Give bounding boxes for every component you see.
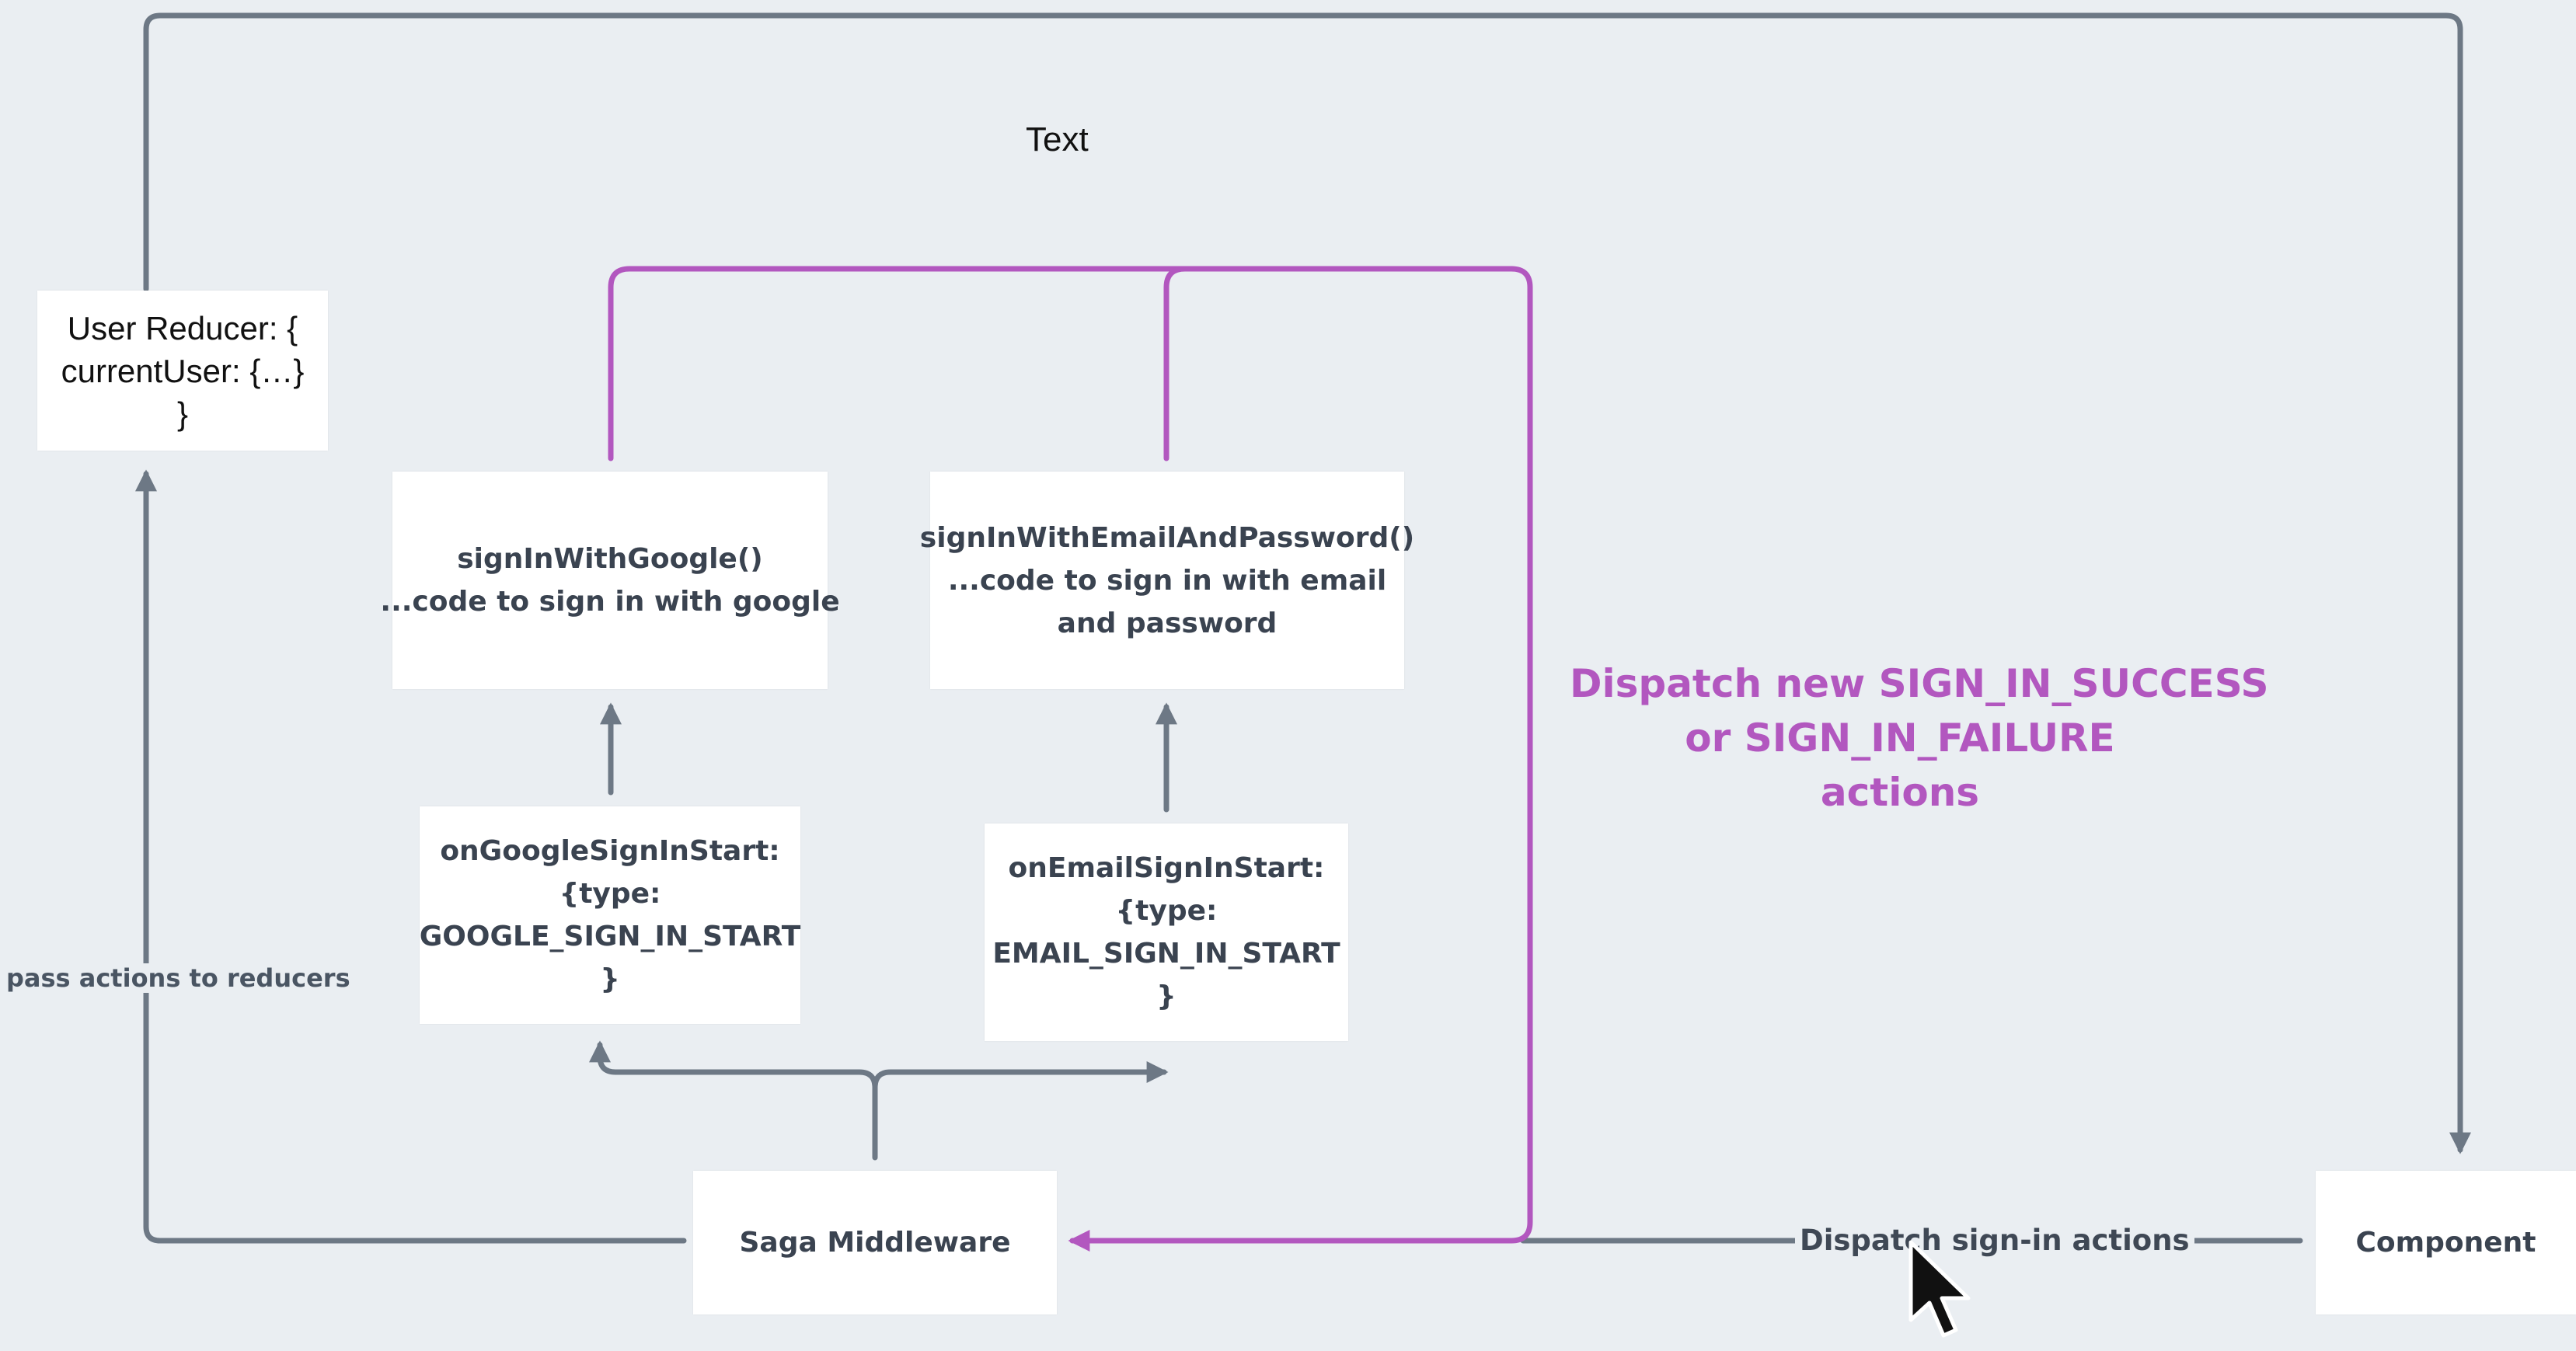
connector-google-result <box>608 266 1533 1252</box>
mouse-pointer-icon <box>1908 1240 1971 1338</box>
connector-saga-split <box>589 1040 878 1161</box>
reducer-line: } <box>176 395 188 432</box>
reducer-line: User Reducer: { <box>67 309 298 346</box>
dispatch-result-label: Dispatch new SIGN_IN_SUCCESS or SIGN_IN_… <box>1570 656 2269 820</box>
saga-middleware-label: Saga Middleware <box>739 1227 1011 1259</box>
on-email-sign-in-start-box: onEmailSignInStart: {type: EMAIL_SIGN_IN… <box>985 823 1348 1041</box>
reducer-line: currentUser: {…} <box>61 352 305 389</box>
google-line: ...code to sign in with google <box>380 586 840 618</box>
dispatch-sign-in-label: Dispatch sign-in actions <box>1795 1224 2194 1257</box>
email-start-line: onEmailSignInStart: <box>1008 852 1325 884</box>
google-start-line: } <box>600 963 620 995</box>
saga-middleware-box: Saga Middleware <box>693 1171 1057 1314</box>
email-start-line: } <box>1156 980 1176 1012</box>
sign-in-with-google-box: signInWithGoogle() ...code to sign in wi… <box>380 472 840 689</box>
connector-reducer-to-component <box>143 12 2471 1154</box>
email-line: ...code to sign in with email <box>947 564 1387 597</box>
user-reducer-box: User Reducer: { currentUser: {…} } <box>37 291 328 451</box>
placeholder-text-label: Text <box>1026 120 1089 158</box>
google-start-line: {type: <box>559 878 661 910</box>
pass-actions-label: pass actions to reducers <box>3 963 354 993</box>
on-google-sign-in-start-box: onGoogleSignInStart: {type: GOOGLE_SIGN_… <box>420 806 800 1024</box>
google-start-line: GOOGLE_SIGN_IN_START <box>419 921 801 952</box>
connector-saga-split-right <box>872 1061 1169 1091</box>
email-line: and password <box>1057 607 1278 639</box>
connector-email-result <box>1163 266 1515 461</box>
dispatch-result-line: or SIGN_IN_FAILURE <box>1685 716 2115 761</box>
component-label: Component <box>2355 1227 2536 1259</box>
dispatch-result-line: actions <box>1820 770 1980 815</box>
email-start-line: EMAIL_SIGN_IN_START <box>992 938 1340 970</box>
email-start-line: {type: <box>1115 895 1218 927</box>
sign-in-with-email-box: signInWithEmailAndPassword() ...code to … <box>920 472 1414 689</box>
google-line: signInWithGoogle() <box>457 543 763 575</box>
dispatch-result-line: Dispatch new SIGN_IN_SUCCESS <box>1570 661 2269 706</box>
email-line: signInWithEmailAndPassword() <box>919 521 1415 554</box>
connector-saga-to-reducer <box>135 469 687 1244</box>
google-start-line: onGoogleSignInStart: <box>440 835 780 867</box>
component-box: Component <box>2316 1171 2576 1314</box>
